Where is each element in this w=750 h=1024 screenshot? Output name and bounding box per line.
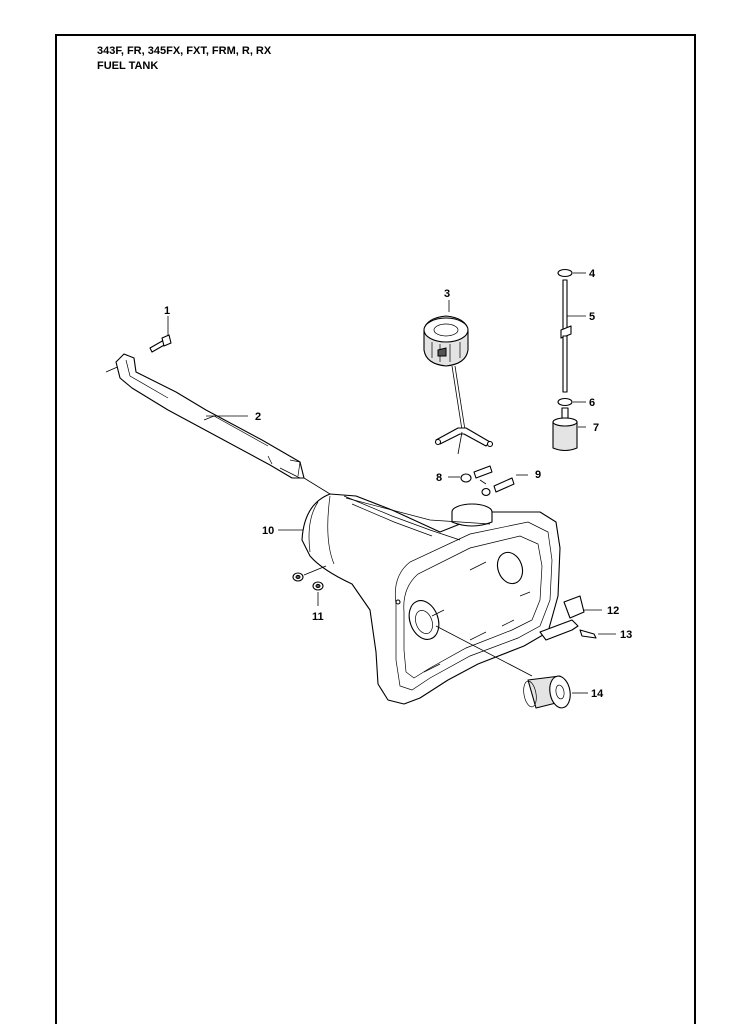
fuel-hose-assembly	[552, 268, 586, 452]
callout-14: 14	[591, 688, 604, 700]
section-title: FUEL TANK	[97, 60, 159, 72]
fuel-filter-part-7	[552, 421, 578, 452]
callout-labels: 1 2 3 4 5 6 7 8 9 10 11 12 13 14	[164, 268, 632, 700]
clip-and-screw-12-13	[435, 595, 616, 677]
callout-12: 12	[607, 605, 619, 617]
fuel-tank-part-10	[278, 493, 561, 705]
callout-1: 1	[164, 305, 170, 317]
fuel-hose-part-5	[562, 279, 568, 331]
callout-8: 8	[436, 472, 442, 484]
o-ring-part-6	[557, 397, 573, 407]
callout-9: 9	[535, 469, 541, 481]
shaft-bracket-part	[105, 353, 331, 495]
page-frame	[55, 34, 696, 1024]
callout-7: 7	[593, 422, 599, 434]
o-ring-part-4	[557, 268, 573, 278]
callout-13: 13	[620, 629, 632, 641]
callout-4: 4	[589, 268, 596, 280]
callout-6: 6	[589, 397, 595, 409]
screw-part-1	[149, 316, 172, 353]
callout-3: 3	[444, 288, 450, 300]
callout-10: 10	[262, 525, 274, 537]
callout-11: 11	[312, 611, 324, 623]
callout-5: 5	[589, 311, 595, 323]
model-list: 343F, FR, 345FX, FXT, FRM, R, RX	[97, 45, 272, 57]
fuel-cap-part	[423, 300, 494, 455]
page-title: 343F, FR, 345FX, FXT, FRM, R, RX FUEL TA…	[97, 44, 271, 74]
callout-2: 2	[255, 411, 261, 423]
screw-and-washer-8-9	[448, 465, 528, 497]
damper-part-14	[523, 675, 588, 709]
washers-part-11	[292, 565, 327, 606]
